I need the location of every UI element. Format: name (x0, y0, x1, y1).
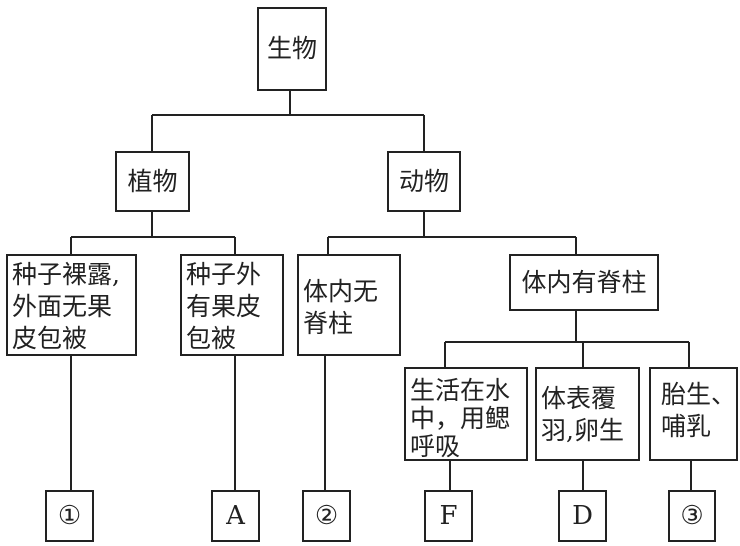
trait-line: 有果皮 (186, 292, 262, 321)
node-plants: 植物 (115, 151, 190, 212)
trait-line: 种子裸露, (12, 260, 120, 289)
node-animals: 动物 (387, 151, 461, 212)
node-mammal-trait: 胎生、 哺乳 (649, 367, 738, 461)
trait-line: 中，用鳃 (410, 404, 511, 433)
trait-line: 呼吸 (410, 432, 461, 461)
node-angiosperm-trait: 种子外 有果皮 包被 (180, 254, 284, 356)
result-2: ② (302, 490, 351, 542)
trait-line: 羽,卵生 (541, 416, 624, 445)
node-fish-trait: 生活在水 中，用鳃 呼吸 (404, 367, 528, 461)
result-f: F (424, 490, 473, 542)
trait-line: 包被 (186, 324, 237, 353)
result-3: ③ (668, 490, 716, 542)
result-d: D (558, 490, 607, 542)
result-1: ① (45, 490, 94, 542)
node-vertebrate-trait: 体内有脊柱 (509, 254, 659, 311)
node-invertebrate-trait: 体内无 脊柱 (297, 254, 401, 356)
trait-line: 体表覆 (541, 384, 617, 413)
node-organisms: 生物 (257, 7, 327, 91)
trait-line: 皮包被 (12, 324, 88, 353)
node-bird-trait: 体表覆 羽,卵生 (535, 367, 640, 461)
node-gymnosperm-trait: 种子裸露, 外面无果 皮包被 (6, 254, 137, 356)
trait-line: 脊柱 (303, 309, 354, 338)
result-a: A (211, 490, 260, 542)
trait-line: 体内无 (303, 277, 379, 306)
trait-line: 外面无果 (12, 292, 113, 321)
trait-line: 胎生、 (661, 380, 737, 409)
trait-line: 种子外 (186, 260, 262, 289)
trait-line: 哺乳 (661, 412, 712, 441)
trait-line: 生活在水 (410, 376, 511, 405)
